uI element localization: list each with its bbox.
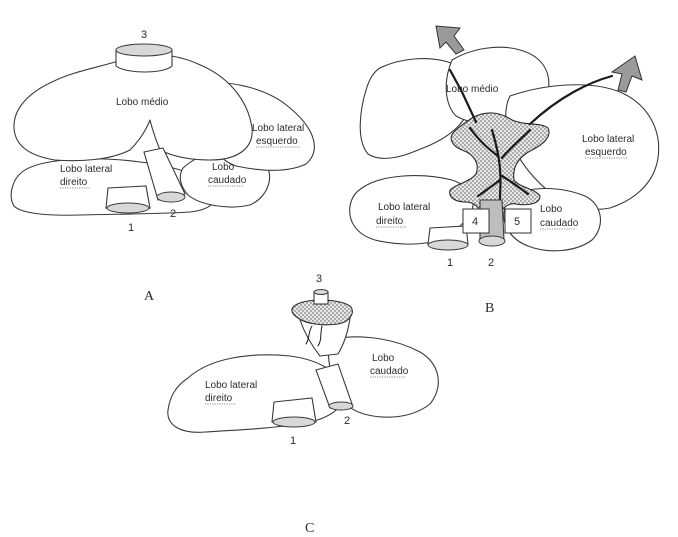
label-right-lateral-lobe-b-2: direito — [376, 216, 404, 227]
vessel-2-end-b — [479, 236, 505, 246]
number-1-c: 1 — [290, 435, 296, 447]
label-caudate-lobe-c-1: Lobo — [372, 353, 395, 364]
number-4-b: 4 — [472, 216, 478, 228]
panel-b: 4 5 Lobo médio Lobo lateral esquerdo Lob… — [350, 26, 659, 316]
label-right-lateral-lobe-a-1: Lobo lateral — [60, 164, 112, 175]
arrow-up-left-b — [436, 26, 464, 54]
vessel-1-end-b — [428, 240, 468, 250]
panel-letter-a: A — [144, 289, 155, 304]
panel-c: Lobo lateral direito Lobo caudado 3 2 1 … — [168, 273, 438, 536]
label-caudate-lobe-a-1: Lobo — [212, 162, 235, 173]
label-middle-lobe-a: Lobo médio — [116, 97, 169, 108]
number-2-c: 2 — [344, 415, 350, 427]
label-right-lateral-lobe-a-2: direito — [60, 177, 88, 188]
vessel-2-end-a — [157, 192, 185, 202]
number-1-a: 1 — [128, 222, 134, 234]
number-3-a: 3 — [141, 29, 147, 41]
arrow-up-right-b — [612, 56, 642, 92]
number-3-c: 3 — [316, 273, 322, 285]
panel-a: Lobo médio Lobo lateral esquerdo Lobo la… — [11, 29, 314, 304]
panel-letter-b: B — [485, 301, 494, 316]
vessel-3-top-c — [314, 290, 328, 295]
panel-letter-c: C — [305, 521, 314, 536]
label-caudate-lobe-a-2: caudado — [208, 175, 247, 186]
label-right-lateral-lobe-c-1: Lobo lateral — [205, 380, 257, 391]
label-right-lateral-lobe-c-2: direito — [205, 393, 233, 404]
right-lateral-lobe-c — [168, 355, 345, 432]
label-left-lateral-lobe-a-2: esquerdo — [256, 136, 298, 147]
number-5-b: 5 — [514, 216, 520, 228]
label-left-lateral-lobe-a-1: Lobo lateral — [252, 123, 304, 134]
number-1-b: 1 — [447, 257, 453, 269]
number-2-b: 2 — [488, 257, 494, 269]
label-caudate-lobe-b-1: Lobo — [540, 204, 563, 215]
vessel-3-top-a — [116, 44, 172, 56]
vessel-2-end-c — [329, 402, 353, 410]
vessel-1-end-c — [273, 417, 315, 427]
vessel-1-end-a — [107, 203, 149, 213]
label-right-lateral-lobe-b-1: Lobo lateral — [378, 202, 430, 213]
label-caudate-lobe-b-2: caudado — [540, 218, 579, 229]
number-2-a: 2 — [170, 208, 176, 220]
label-caudate-lobe-c-2: caudado — [370, 366, 409, 377]
label-left-lateral-lobe-b-2: esquerdo — [585, 147, 627, 158]
label-left-lateral-lobe-b-1: Lobo lateral — [582, 134, 634, 145]
label-middle-lobe-b: Lobo médio — [446, 84, 499, 95]
